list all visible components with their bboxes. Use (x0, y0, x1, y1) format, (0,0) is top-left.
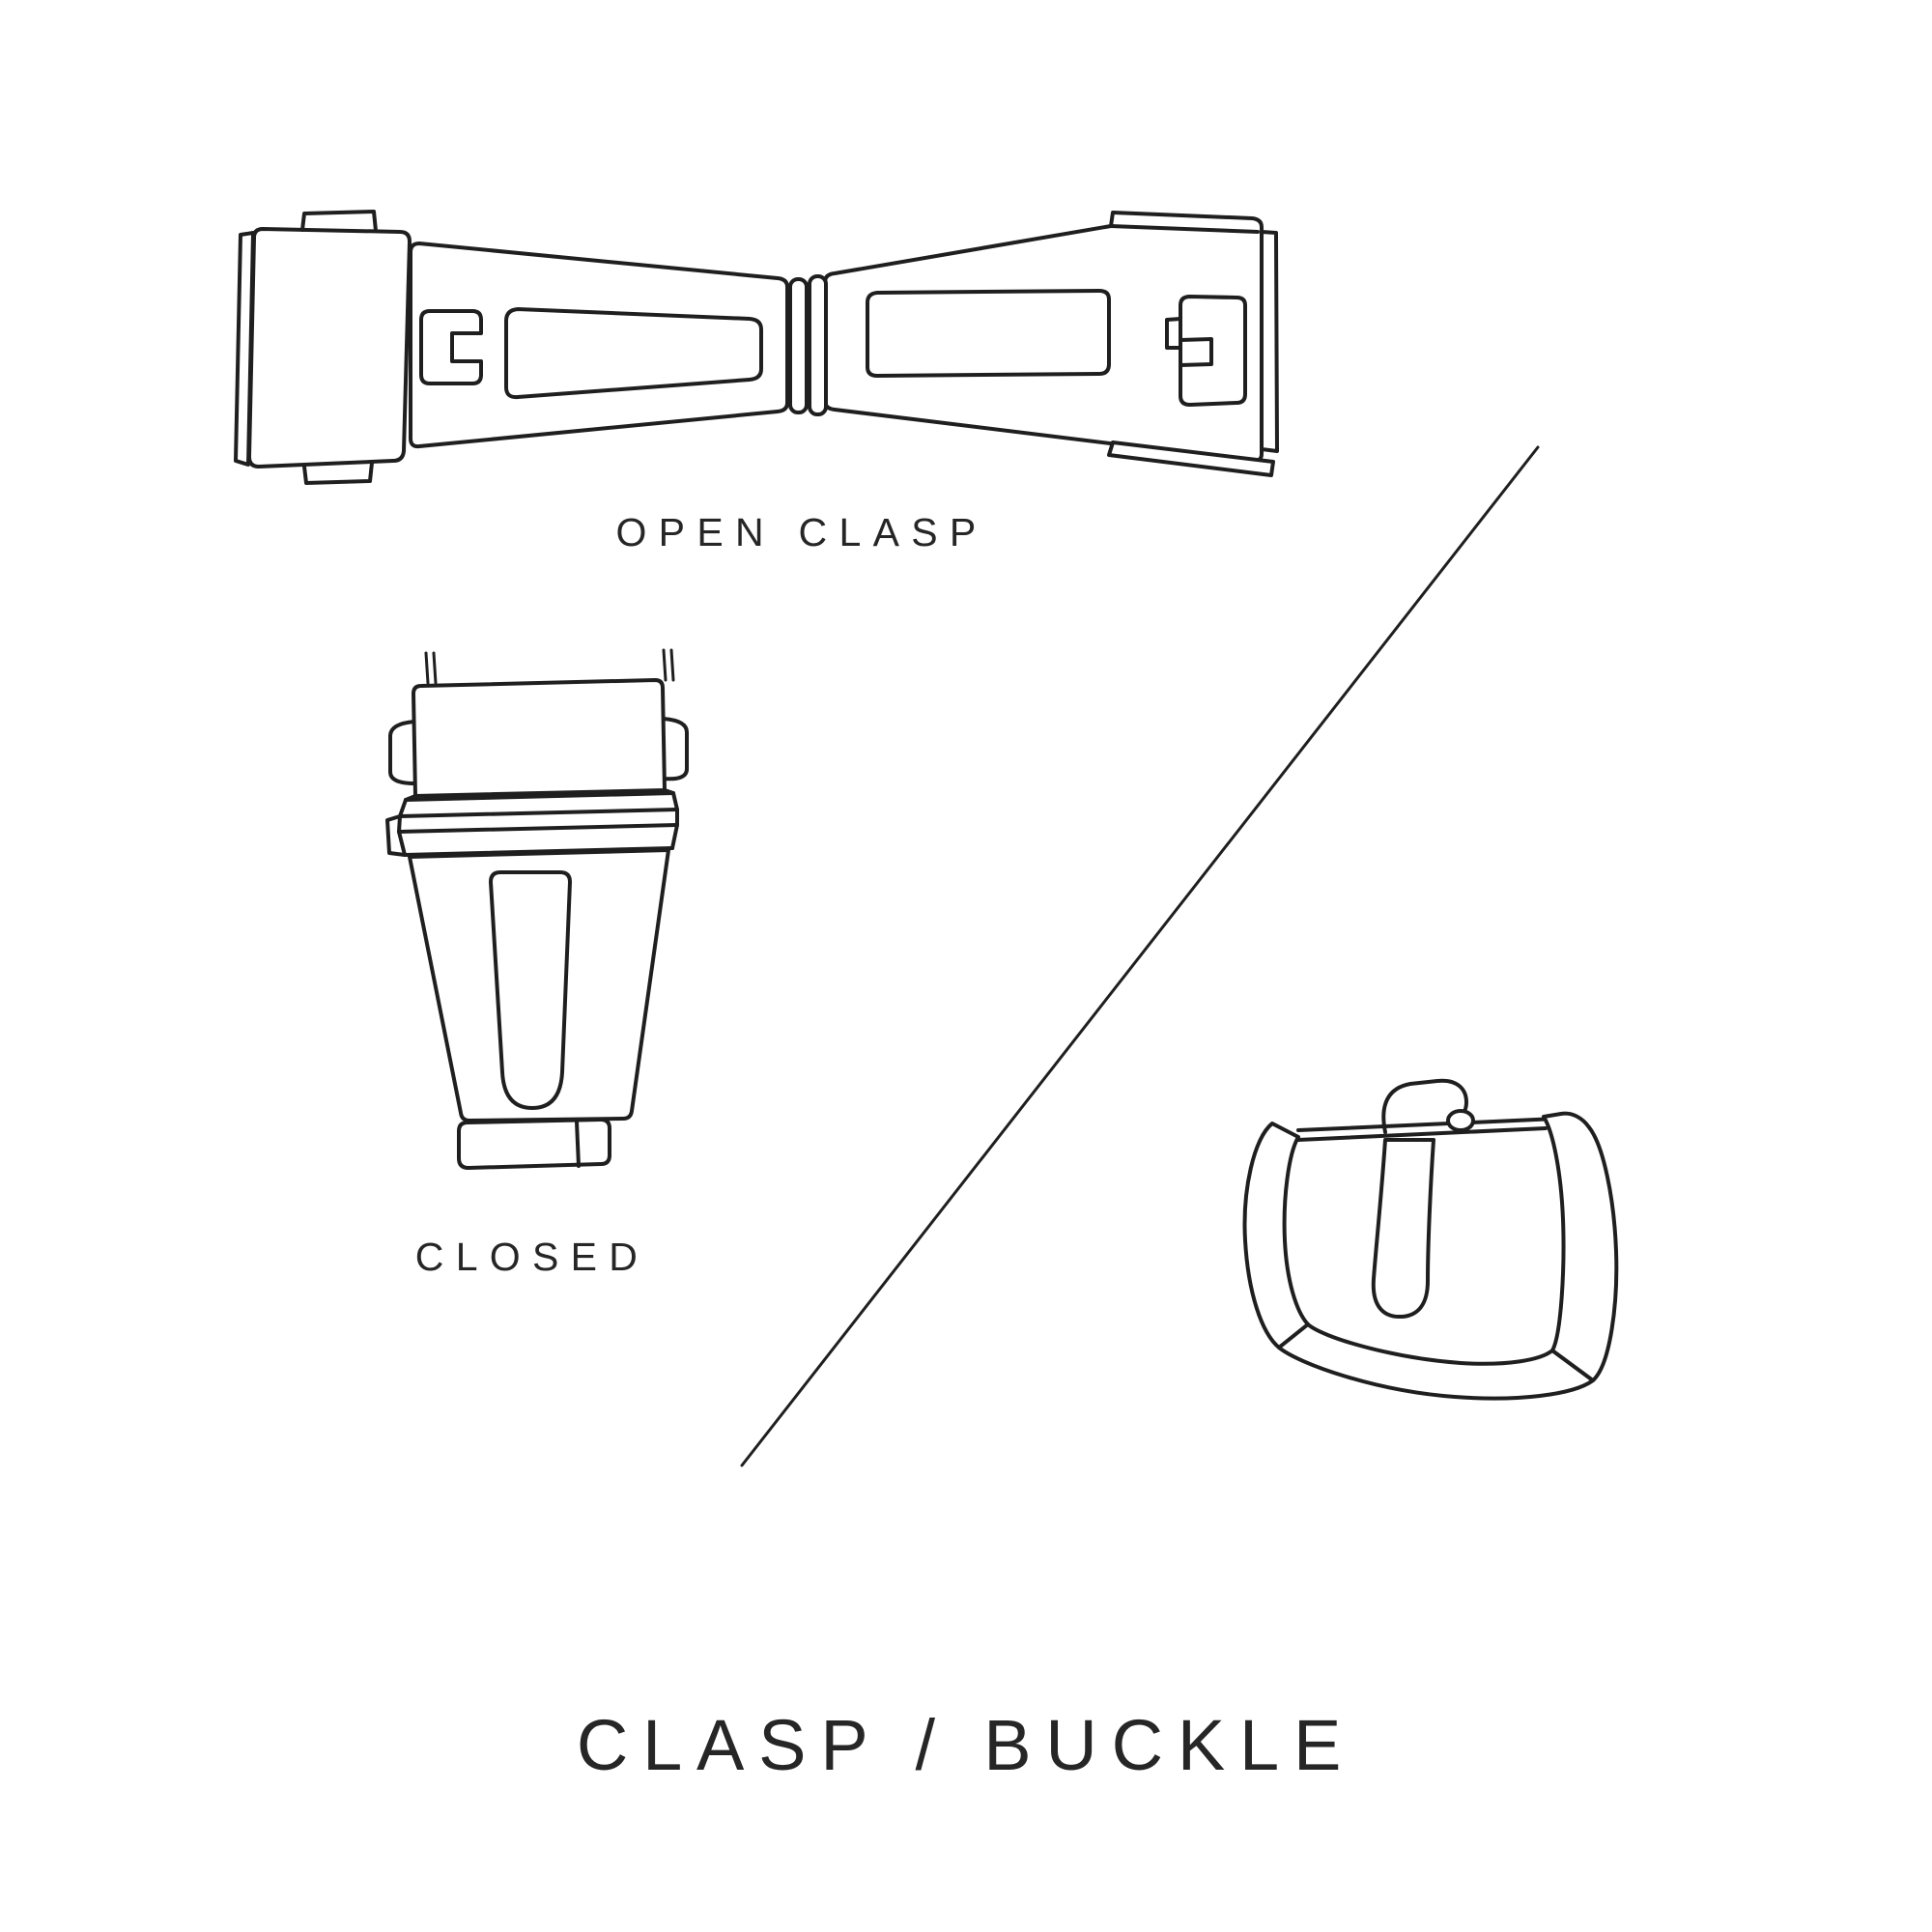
open-clasp-label: OPEN CLASP (615, 510, 988, 554)
closed-clasp-illustration (385, 648, 689, 1170)
tang-buckle-illustration (1242, 1078, 1619, 1401)
open-clasp-illustration (234, 210, 1279, 485)
closed-clasp-label: CLOSED (414, 1235, 650, 1279)
diagram-title: CLASP / BUCKLE (576, 1705, 1356, 1785)
divider-line (740, 445, 1540, 1467)
